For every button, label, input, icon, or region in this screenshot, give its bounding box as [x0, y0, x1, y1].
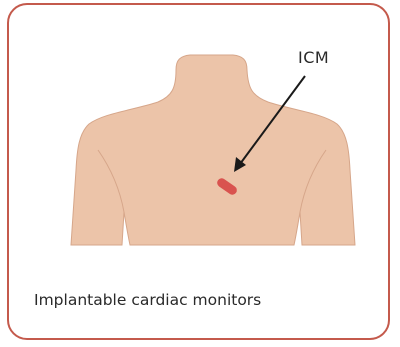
- torso-silhouette: [71, 55, 355, 245]
- caption: Implantable cardiac monitors: [34, 291, 261, 309]
- icm-label: ICM: [298, 48, 329, 67]
